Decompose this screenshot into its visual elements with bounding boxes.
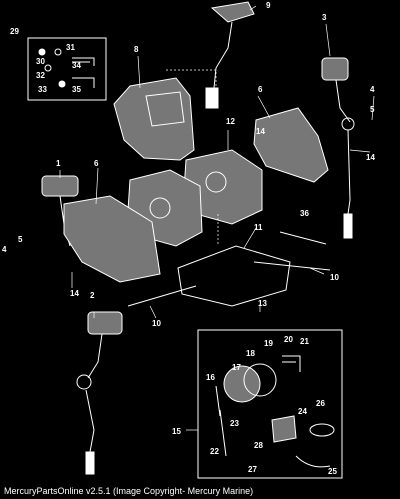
- part-2: [76, 311, 123, 475]
- callout-33: 33: [38, 85, 47, 94]
- callout-28: 28: [254, 441, 263, 450]
- callout-30: 30: [36, 57, 45, 66]
- callout-6: 6: [258, 85, 263, 94]
- callout-16: 16: [206, 373, 215, 382]
- callout-9: 9: [266, 1, 271, 10]
- callout-15: 15: [172, 427, 181, 436]
- callout-1: 1: [56, 159, 61, 168]
- part-6-left: [63, 195, 161, 283]
- callout-21: 21: [300, 337, 309, 346]
- callout-5: 5: [18, 235, 23, 244]
- callout-27: 27: [248, 465, 257, 474]
- callout-24: 24: [298, 407, 307, 416]
- part-9: [205, 1, 255, 109]
- callout-6: 6: [94, 159, 99, 168]
- callout-32: 32: [36, 71, 45, 80]
- callout-35: 35: [72, 85, 81, 94]
- part-8: [113, 69, 217, 161]
- callout-20: 20: [284, 335, 293, 344]
- callout-19: 19: [264, 339, 273, 348]
- rods: [127, 231, 331, 307]
- callout-13: 13: [258, 299, 267, 308]
- part-3: [321, 57, 355, 239]
- callout-10: 10: [152, 319, 161, 328]
- callout-14: 14: [256, 127, 265, 136]
- callout-14: 14: [70, 289, 79, 298]
- callout-4: 4: [2, 245, 7, 254]
- callout-23: 23: [230, 419, 239, 428]
- kit-box-29: [27, 37, 107, 101]
- leader-lines: [59, 5, 375, 431]
- callout-5: 5: [370, 105, 375, 114]
- callout-34: 34: [72, 61, 81, 70]
- callout-8: 8: [134, 45, 139, 54]
- callout-17: 17: [232, 363, 241, 372]
- callout-36: 36: [300, 209, 309, 218]
- part-11: [177, 214, 291, 307]
- callout-26: 26: [316, 399, 325, 408]
- detail-box-15: [197, 329, 343, 479]
- callout-18: 18: [246, 349, 255, 358]
- callout-29: 29: [10, 27, 19, 36]
- callout-22: 22: [210, 447, 219, 456]
- callout-12: 12: [226, 117, 235, 126]
- callout-10: 10: [330, 273, 339, 282]
- callout-2: 2: [90, 291, 95, 300]
- callout-25: 25: [328, 467, 337, 476]
- callout-31: 31: [66, 43, 75, 52]
- copyright-footer: MercuryPartsOnline v2.5.1 (Image Copyrig…: [4, 486, 254, 496]
- callout-11: 11: [254, 223, 263, 232]
- part-6-right: [253, 107, 329, 183]
- callout-3: 3: [322, 13, 327, 22]
- callout-14: 14: [366, 153, 375, 162]
- callout-4: 4: [370, 85, 375, 94]
